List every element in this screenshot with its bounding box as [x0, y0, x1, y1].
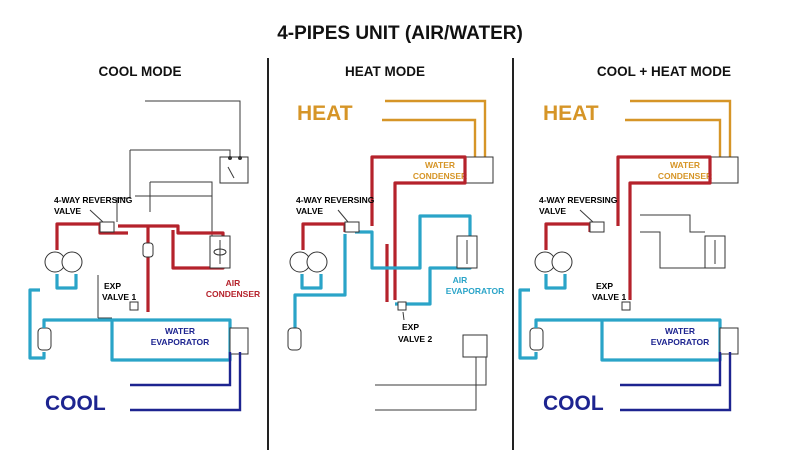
cool-supply-line [130, 352, 232, 387]
both-suction-line [544, 274, 567, 290]
both-evap-label-1: WATER [665, 326, 695, 336]
water-evap-label-2: EVAPORATOR [151, 337, 210, 347]
both-heat-supply-line [630, 99, 732, 183]
heat-compressor-right [306, 251, 328, 273]
page-title: 4-PIPES UNIT (AIR/WATER) [277, 23, 523, 44]
heat-suction-line [300, 274, 323, 290]
cool-condenser-loop [118, 224, 225, 270]
both-exp-label-1: EXP [596, 281, 613, 291]
heat-air-evaporator-loop [355, 214, 472, 306]
both-cond-label-2: CONDENSER [658, 171, 712, 181]
heat-reversing-valve [344, 221, 360, 233]
both-cool-supply-line [620, 352, 722, 387]
both-wiring-b [640, 231, 705, 269]
both-exp-valve-1 [621, 301, 631, 311]
heat-mode-heading: HEAT MODE [345, 64, 425, 79]
air-evap-label-1: AIR [453, 275, 468, 285]
air-evap-label-2: EVAPORATOR [446, 286, 505, 296]
water-cond-label-1: WATER [425, 160, 455, 170]
heat-accumulator-line [293, 234, 347, 328]
cool-return-line [130, 352, 242, 412]
air-cond-label-2: CONDENSER [206, 289, 260, 299]
compressor-right [61, 251, 83, 273]
heat-wiring-a [375, 357, 477, 411]
both-hx-terminal-box [719, 327, 739, 355]
both-accumulator-line [518, 288, 538, 360]
exp-label-1: EXP [104, 281, 121, 291]
heat-discharge-line [301, 222, 347, 250]
both-condenser-loop [616, 155, 712, 300]
exp-valve-2 [397, 301, 407, 311]
cool-discharge-line [55, 222, 128, 250]
air-cond-label-1: AIR [226, 278, 241, 288]
exp-valve-1 [129, 301, 139, 311]
cool-mode-heading: COOL MODE [98, 64, 181, 79]
both-accumulator [529, 327, 544, 351]
both-cool-label: COOL [543, 392, 604, 415]
water-cond-label-2: CONDENSER [413, 171, 467, 181]
water-evap-label-1: WATER [165, 326, 195, 336]
both-rv-label-2: VALVE [539, 206, 566, 216]
panel-heat-mode: HEAT WATER CONDENSER AIR EVAPORATOR 4-WA… [287, 99, 505, 411]
water-condenser-box [464, 156, 494, 184]
air-hx-switch-box [219, 156, 249, 184]
both-wiring-a [640, 214, 705, 233]
heat-accumulator [287, 327, 302, 351]
both-cond-label-1: WATER [670, 160, 700, 170]
both-cool-return-line [620, 352, 732, 412]
heat-wiring-b [375, 357, 487, 386]
cool-heat-mode-heading: COOL + HEAT MODE [597, 64, 731, 79]
both-rv-label-1: 4-WAY REVERSING [539, 195, 618, 205]
both-discharge-line [544, 222, 592, 250]
heat-switch-box [462, 334, 488, 358]
both-heat-label: HEAT [543, 102, 599, 125]
both-water-condenser-box [709, 156, 739, 184]
heat-supply-line [385, 99, 487, 183]
panel-cool-mode: 4-WAY REVERSING VALVE EXP VALVE 1 WATER … [28, 100, 260, 415]
cool-label: COOL [45, 392, 106, 415]
accumulator [37, 327, 52, 351]
exp-label-2: VALVE 1 [102, 292, 136, 302]
rv-label-2: VALVE [54, 206, 81, 216]
heat-condenser-loop [370, 155, 467, 300]
rv-label-1: 4-WAY REVERSING [54, 195, 133, 205]
exp2-label-1: EXP [402, 322, 419, 332]
both-reversing-valve [589, 221, 605, 233]
cool-hx-terminal-box [229, 327, 249, 355]
both-evap-label-2: EVAPORATOR [651, 337, 710, 347]
exp2-label-2: VALVE 2 [398, 334, 432, 344]
both-compressor-right [551, 251, 573, 273]
heat-rv-label-1: 4-WAY REVERSING [296, 195, 375, 205]
reversing-valve [99, 221, 115, 233]
cool-accumulator-line [28, 288, 46, 360]
heat-rv-label-2: VALVE [296, 206, 323, 216]
panel-cool-heat-mode: HEAT WATER CONDENSER 4-WAY REVERSING VAL… [518, 99, 739, 415]
cool-suction-line [55, 274, 78, 290]
filter-drier [142, 242, 154, 258]
heat-label: HEAT [297, 102, 353, 125]
both-exp-label-2: VALVE 1 [592, 292, 626, 302]
